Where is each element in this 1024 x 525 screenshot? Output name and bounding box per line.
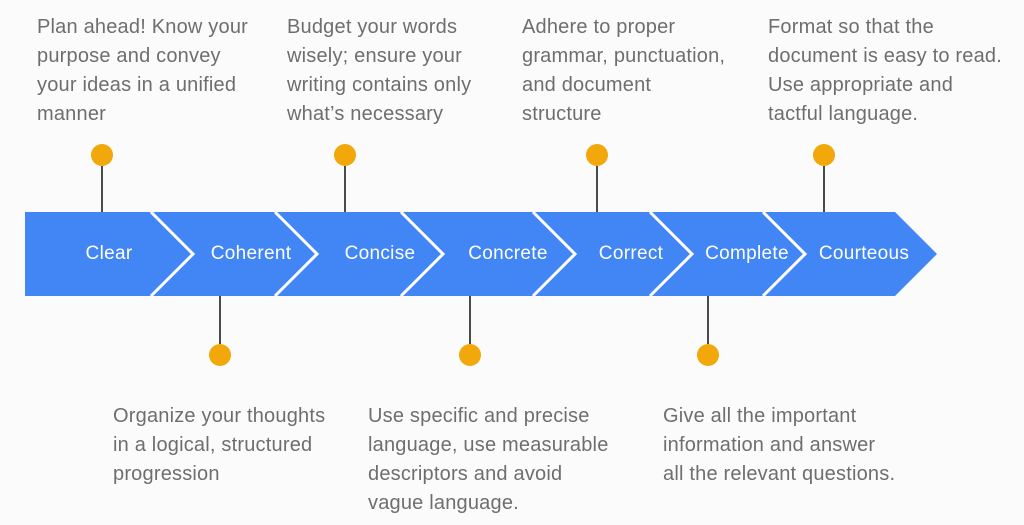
arrow-band-shape	[25, 212, 937, 296]
connector-line-courteous	[823, 166, 825, 213]
callout-text-complete: Give all the important information and a…	[663, 405, 896, 485]
timeline-dot-clear	[91, 144, 113, 166]
connector-line-clear	[101, 166, 103, 213]
connector-line-concrete	[469, 296, 471, 344]
segment-label-correct: Correct	[598, 243, 664, 264]
callout-text-courteous: Format so that the document is easy to r…	[768, 16, 1003, 125]
callout-text-concise: Budget your words wisely; ensure your wr…	[287, 16, 472, 125]
timeline-dot-correct	[586, 144, 608, 166]
connector-line-coherent	[219, 296, 221, 344]
connector-line-correct	[596, 166, 598, 213]
segment-label-coherent: Coherent	[210, 243, 292, 264]
chevron-separator-icon	[273, 210, 320, 298]
timeline-dot-courteous	[813, 144, 835, 166]
connector-line-concise	[344, 166, 346, 213]
timeline-dot-concise	[334, 144, 356, 166]
chevron-separator-icon	[761, 210, 808, 298]
timeline-dot-coherent	[209, 344, 231, 366]
timeline-dot-concrete	[459, 344, 481, 366]
callout-text-coherent: Organize your thoughts in a logical, str…	[113, 405, 326, 485]
segment-label-courteous: Courteous	[818, 243, 910, 264]
chevron-separator-icon	[149, 210, 196, 298]
callout-text-concrete: Use specific and precise language, use m…	[368, 405, 609, 514]
segment-label-concrete: Concrete	[468, 243, 548, 264]
callout-text-correct: Adhere to proper grammar, punctuation, a…	[522, 16, 726, 125]
segment-label-clear: Clear	[85, 243, 133, 264]
callout-text-clear: Plan ahead! Know your purpose and convey…	[37, 16, 249, 125]
chevron-separator-icon	[399, 210, 446, 298]
chevron-separator-icon	[531, 210, 578, 298]
segment-label-concise: Concise	[344, 243, 416, 264]
segment-label-complete: Complete	[705, 243, 789, 264]
connector-line-complete	[707, 296, 709, 344]
chevron-separator-icon	[648, 210, 695, 298]
timeline-dot-complete	[697, 344, 719, 366]
